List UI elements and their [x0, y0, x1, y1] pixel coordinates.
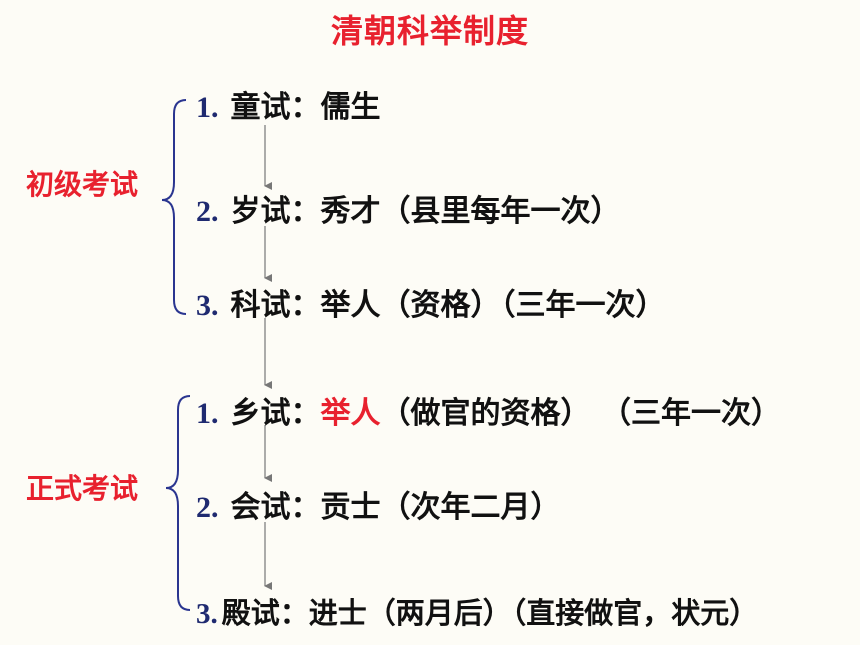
- group-label-formal: 正式考试: [26, 472, 139, 505]
- item-number: 3.: [196, 598, 218, 630]
- exam-highlight: 举人: [320, 396, 381, 431]
- exam-name: 岁试：: [230, 194, 321, 229]
- exam-name: 乡试：: [230, 396, 321, 431]
- exam-item-palace: 3.殿试：进士（两月后）（直接做官，状元）: [196, 590, 758, 632]
- item-number: 2.: [196, 195, 219, 228]
- exam-detail: 秀才（县里每年一次）: [320, 194, 621, 229]
- group-label-primary: 初级考试: [26, 168, 139, 201]
- exam-item-metropolitan: 2. 会试：贡士（次年二月）: [196, 482, 561, 526]
- exam-name: 殿试：: [221, 596, 309, 630]
- exam-name: 会试：: [230, 490, 321, 525]
- exam-name: 童试：: [230, 90, 321, 125]
- item-number: 2.: [196, 491, 219, 524]
- exam-item-child: 1. 童试：儒生: [196, 82, 381, 126]
- page-title: 清朝科举制度: [330, 12, 529, 50]
- brace-primary: [161, 99, 187, 315]
- brace-formal: [165, 395, 191, 611]
- item-number: 1.: [196, 397, 219, 430]
- exam-detail: （做官的资格） （三年一次）: [380, 396, 781, 431]
- exam-item-qualifying: 3. 科试：举人（资格）（三年一次）: [196, 280, 666, 324]
- exam-item-annual: 2. 岁试：秀才（县里每年一次）: [196, 186, 621, 230]
- item-number: 3.: [196, 289, 219, 322]
- exam-detail: 贡士（次年二月）: [320, 490, 561, 525]
- exam-detail: 进士（两月后）（直接做官，状元）: [308, 596, 759, 630]
- item-number: 1.: [196, 91, 219, 124]
- exam-detail: 儒生: [320, 90, 381, 125]
- exam-name: 科试：: [230, 288, 321, 323]
- exam-detail: 举人（资格）（三年一次）: [320, 288, 666, 323]
- exam-item-provincial: 1. 乡试：举人（做官的资格） （三年一次）: [196, 388, 781, 432]
